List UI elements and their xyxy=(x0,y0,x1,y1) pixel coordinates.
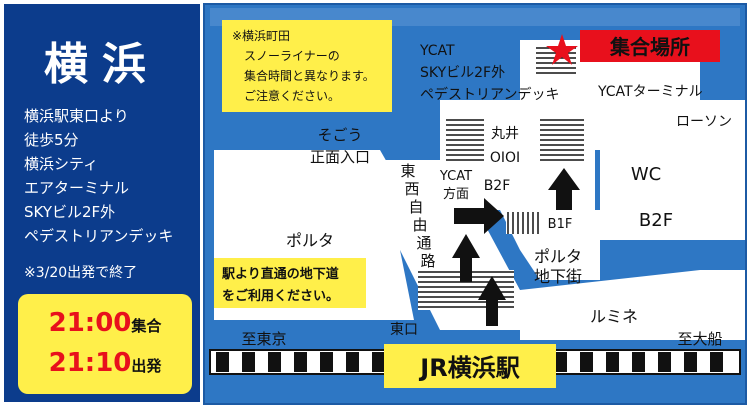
east-exit-label: 東口 xyxy=(390,322,418,338)
floor-2f-label: B2F xyxy=(484,178,511,194)
railway-tie xyxy=(658,352,671,372)
sogo-line-1: そごう xyxy=(317,126,362,144)
ycat-deck-line-3: ペデストリアンデッキ xyxy=(420,86,559,103)
ycat-deck-line-2: SKYビル2F外 xyxy=(420,65,505,81)
meeting-point-badge-label: 集合場所 xyxy=(609,35,690,59)
station-name-box xyxy=(384,344,556,388)
arrow-up-center xyxy=(452,234,480,282)
meeting-point-star-icon xyxy=(546,34,578,65)
railway-tie xyxy=(216,352,229,372)
east-west-passage-char: 由 xyxy=(412,216,427,234)
ycat-deck-line-1: YCAT xyxy=(419,43,455,59)
stairs-middle xyxy=(446,118,484,162)
meeting-point-badge xyxy=(580,30,720,62)
railway-tie xyxy=(268,352,281,372)
east-west-passage-char: 自 xyxy=(408,198,423,216)
east-west-passage-char: 路 xyxy=(420,252,435,270)
railway-tie xyxy=(320,352,333,372)
arrow-up-right-column xyxy=(548,168,580,210)
to-tokyo-label: 至東京 xyxy=(241,330,286,348)
ycat-terminal-label: YCATターミナル xyxy=(597,84,703,100)
time-box: 21:00集合 21:10出発 xyxy=(18,294,192,394)
gather-time-row: 21:00集合 xyxy=(18,308,192,338)
marui-label: 丸井 xyxy=(491,126,519,142)
lumine-area xyxy=(520,270,745,340)
direction-line: SKYビル2F外 xyxy=(24,203,116,221)
end-note: ※3/20出発で終了 xyxy=(24,265,138,281)
ycat-direction-line-1: YCAT xyxy=(439,169,472,184)
railway-tie xyxy=(632,352,645,372)
notice-line-1: ※横浜町田 xyxy=(232,29,290,43)
railway-tie xyxy=(580,352,593,372)
lumine-label: ルミネ xyxy=(590,307,638,326)
station-name-label: JR横浜駅 xyxy=(418,354,519,382)
wc-label: WC xyxy=(631,164,661,185)
east-west-passage-char: 通 xyxy=(416,234,431,252)
underground-notice-line-2: をご利用ください。 xyxy=(222,288,339,304)
direction-line: 横浜シティ xyxy=(24,155,99,173)
direction-line: ペデストリアンデッキ xyxy=(24,227,174,245)
direction-line: 徒歩5分 xyxy=(24,131,79,149)
notice-line-3: 集合時間と異なります。 xyxy=(244,68,375,83)
railway-tie xyxy=(606,352,619,372)
station-title: 横浜 xyxy=(44,39,160,90)
directions: 横浜駅東口より 徒歩5分 横浜シティ エアターミナル SKYビル2F外 ペデスト… xyxy=(24,104,200,248)
direction-line: 横浜駅東口より xyxy=(24,107,129,125)
b2f-area xyxy=(600,200,745,240)
stairs-right xyxy=(540,118,584,162)
porta-upper-label: ポルタ xyxy=(286,231,334,250)
lawson-building xyxy=(670,100,745,140)
underground-notice-box xyxy=(214,258,366,308)
railway-tie xyxy=(710,352,723,372)
notice-line-2: スノーライナーの xyxy=(244,49,340,63)
sogo-line-2: 正面入口 xyxy=(310,148,370,166)
depart-label: 出発 xyxy=(131,357,162,375)
depart-time-row: 21:10出発 xyxy=(18,348,192,378)
railway-tie xyxy=(346,352,359,372)
east-west-passage-char: 東 xyxy=(400,162,415,180)
east-west-passage-char: 西 xyxy=(404,180,419,198)
railway-tie xyxy=(242,352,255,372)
b2f-box-label: B2F xyxy=(639,210,673,231)
marui-logo: OIOI xyxy=(490,150,520,166)
railway-tie xyxy=(372,352,385,372)
arrow-up-lower xyxy=(478,276,506,326)
to-ofuna-label: 至大船 xyxy=(677,330,722,348)
porta-underground-line-2: 地下街 xyxy=(534,267,582,286)
notice-line-4: ご注意ください。 xyxy=(244,88,340,103)
notice-box xyxy=(222,20,392,112)
railway-tie xyxy=(294,352,307,372)
gather-label: 集合 xyxy=(131,317,162,335)
arrow-right-to-b1f xyxy=(454,198,504,234)
stairs-b1f xyxy=(506,212,540,234)
direction-line: エアターミナル xyxy=(24,179,130,197)
wc-area xyxy=(600,150,745,200)
depart-time: 21:10 xyxy=(48,348,132,378)
underground-notice-line-1: 駅より直通の地下道 xyxy=(221,266,339,282)
railway-tie xyxy=(554,352,567,372)
gather-time: 21:00 xyxy=(48,308,132,338)
map-border xyxy=(203,3,747,405)
porta-underground-line-1: ポルタ xyxy=(534,247,582,266)
ycat-direction-line-2: 方面 xyxy=(443,186,469,202)
lawson-label: ローソン xyxy=(676,114,732,130)
info-panel: 横浜 横浜駅東口より 徒歩5分 横浜シティ エアターミナル SKYビル2F外 ペ… xyxy=(4,4,200,402)
floor-1f-label: B1F xyxy=(548,217,573,232)
railway-tie xyxy=(684,352,697,372)
